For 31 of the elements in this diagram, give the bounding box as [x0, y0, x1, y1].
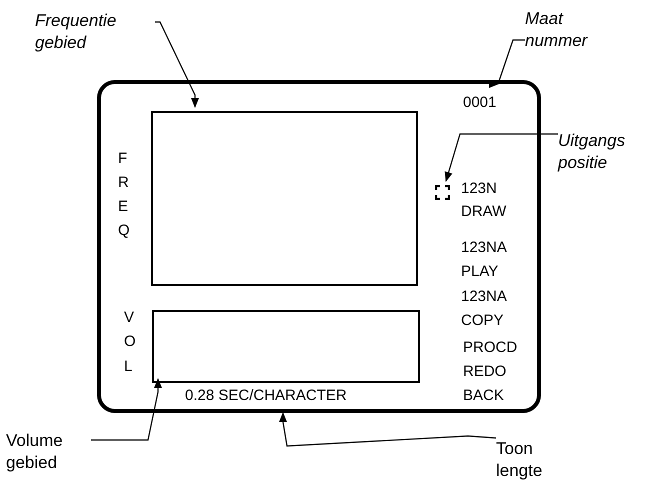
- display-text: 123N: [461, 180, 497, 198]
- display-text: 123NA: [461, 239, 507, 257]
- display-text: PROCD: [463, 339, 518, 357]
- leader-arrow: [279, 412, 496, 447]
- display-text: 0001: [463, 94, 496, 112]
- display-text: COPY: [461, 312, 504, 330]
- callout-label: Uitgangs positie: [558, 130, 655, 182]
- display-text: 0.28 SEC/CHARACTER: [185, 387, 347, 405]
- display-text: REDO: [463, 363, 506, 381]
- display-area-box: [152, 310, 420, 383]
- display-text: 123NA: [461, 288, 507, 306]
- callout-label: Maat nummer: [525, 8, 620, 56]
- display-text: PLAY: [461, 263, 498, 281]
- display-text: R: [118, 174, 129, 192]
- cursor-bracket-icon: [435, 185, 450, 200]
- display-text: E: [118, 198, 128, 216]
- display-text: F: [118, 150, 128, 168]
- display-text: V: [124, 309, 134, 327]
- display-text: BACK: [463, 387, 504, 405]
- callout-label: Volume gebied: [6, 430, 91, 478]
- display-text: L: [124, 358, 132, 376]
- display-screen-frame: [97, 80, 541, 413]
- leader-arrow: [91, 378, 162, 441]
- display-text: Q: [118, 222, 130, 240]
- display-text: O: [124, 333, 136, 351]
- callout-label: Toon lengte: [496, 438, 566, 484]
- display-area-box: [151, 111, 418, 286]
- display-text: DRAW: [461, 203, 506, 221]
- leader-arrow: [444, 133, 558, 182]
- leader-arrow: [155, 21, 199, 108]
- callout-label: Frequentie gebied: [35, 10, 155, 58]
